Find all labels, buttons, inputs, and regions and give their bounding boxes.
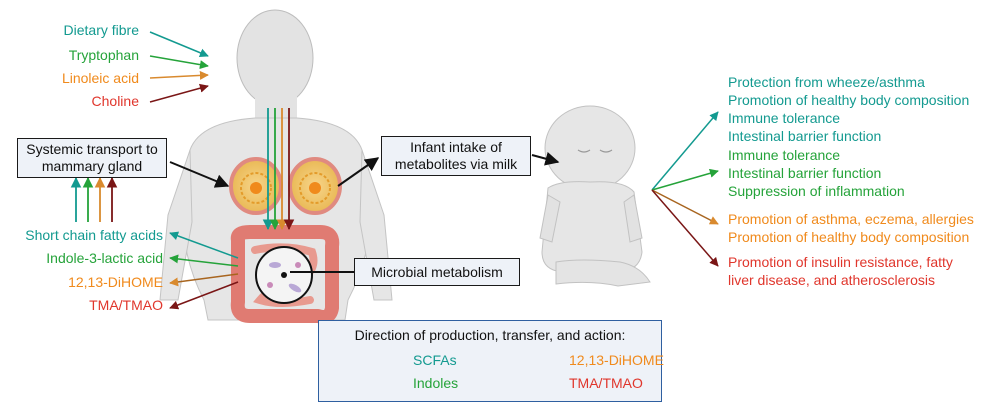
effect-text: Promotion of insulin resistance, fatty <box>728 254 953 270</box>
legend-title: Direction of production, transfer, and a… <box>354 327 626 343</box>
legend-label-indoles: Indoles <box>413 375 459 391</box>
effect-text: Promotion of healthy body composition <box>728 229 970 245</box>
diet-label-choline: Choline <box>91 93 139 109</box>
arrow-out-scfa <box>169 231 239 259</box>
legend-label-tma: TMA/TMAO <box>569 375 643 391</box>
diet-label-dietary-fibre: Dietary fibre <box>63 22 139 38</box>
legend-label-scfa: SCFAs <box>413 352 457 368</box>
effects-tma-group: Promotion of insulin resistance, fatty l… <box>728 253 953 289</box>
arrow-linoleic-acid <box>149 70 209 80</box>
arrow-dietary-fibre <box>149 31 209 58</box>
microbial-metabolism-label: Microbial metabolism <box>371 263 503 280</box>
metabolite-label-scfa: Short chain fatty acids <box>25 227 163 243</box>
effect-text: Immune tolerance <box>728 147 841 163</box>
systemic-transport-line2: mammary gland <box>41 158 143 174</box>
effects-scfa-group: Protection from wheeze/asthma Promotion … <box>728 73 969 145</box>
arrow-out-dihome <box>169 273 239 287</box>
arrow-effect-green <box>651 168 719 191</box>
arrow-effect-orange <box>651 189 719 225</box>
arrow-breast-to-infant-box <box>337 157 380 187</box>
systemic-transport-line1: Systemic transport to <box>26 141 158 157</box>
effect-text: Promotion of asthma, eczema, allergies <box>728 211 974 227</box>
arrow-effect-teal <box>651 111 719 191</box>
infant-intake-box: Infant intake of metabolites via milk <box>381 136 531 176</box>
metabolite-label-tma: TMA/TMAO <box>89 297 163 313</box>
diet-label-tryptophan: Tryptophan <box>68 47 139 63</box>
microbial-metabolism-box: Microbial metabolism <box>354 258 520 286</box>
effect-text: Immune tolerance <box>728 110 841 126</box>
legend-box: Direction of production, transfer, and a… <box>318 320 664 402</box>
infant-intake-line2: metabolites via milk <box>394 156 518 172</box>
mammary-gland-left <box>229 157 283 215</box>
microbe-magnifier <box>255 246 313 304</box>
metabolite-label-indole: Indole-3-lactic acid <box>46 250 163 266</box>
infant-figure <box>539 105 651 287</box>
arrow-systemic-to-breast <box>169 161 230 188</box>
mammary-gland-right <box>288 157 342 215</box>
effects-indole-group: Immune tolerance Intestinal barrier func… <box>728 146 905 200</box>
effect-text: Intestinal barrier function <box>728 165 882 181</box>
metabolite-label-dihome: 12,13-DiHOME <box>68 274 163 290</box>
arrow-infant-box-to-infant <box>531 151 560 166</box>
legend-label-dihome: 12,13-DiHOME <box>569 352 664 368</box>
systemic-transport-box: Systemic transport to mammary gland <box>17 138 167 178</box>
infant-intake-line1: Infant intake of <box>410 139 502 155</box>
effects-dihome-group: Promotion of asthma, eczema, allergies P… <box>728 210 974 246</box>
diet-label-linoleic-acid: Linoleic acid <box>61 70 139 86</box>
arrow-effect-red <box>651 189 719 267</box>
effect-text: Suppression of inflammation <box>728 183 905 199</box>
effect-text: Promotion of healthy body composition <box>728 92 970 108</box>
arrow-out-tma <box>169 281 239 310</box>
effect-text: liver disease, and atherosclerosis <box>728 272 935 288</box>
effect-text: Intestinal barrier function <box>728 128 882 144</box>
arrow-choline <box>149 83 209 103</box>
arrow-tryptophan <box>149 55 209 70</box>
effect-text: Protection from wheeze/asthma <box>728 74 925 90</box>
arrow-out-indole <box>169 254 239 267</box>
